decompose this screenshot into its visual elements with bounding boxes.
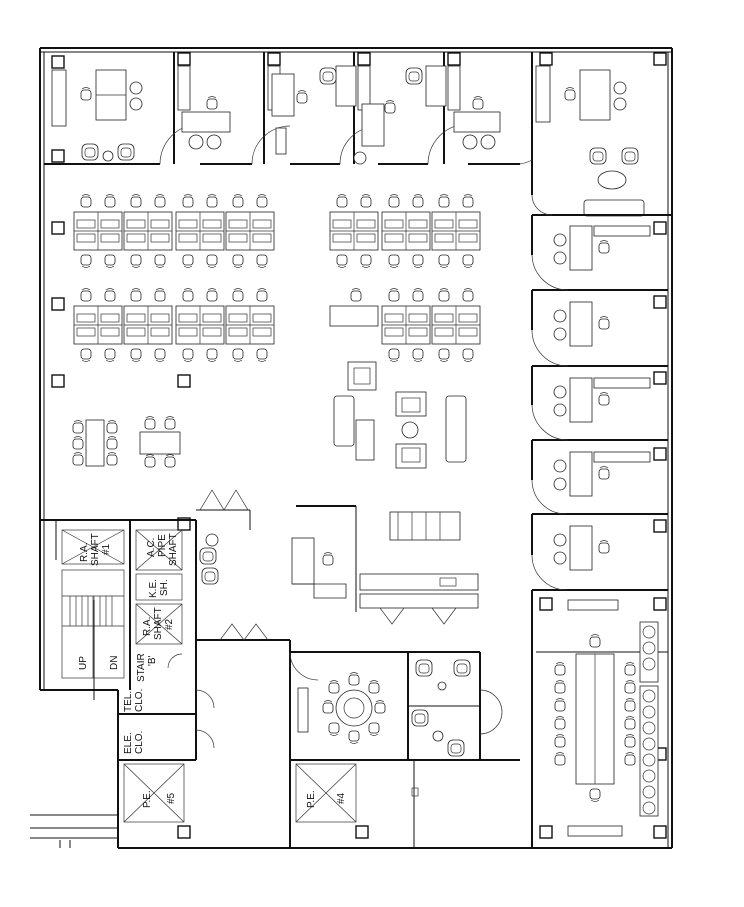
label-ac-pipe-shaft-b: PIPE xyxy=(157,534,168,557)
lounge xyxy=(333,361,467,469)
label-ac-pipe-shaft-c: SHAFT xyxy=(168,533,179,566)
meeting-rooms-south xyxy=(196,639,520,848)
label-pe5-a: P.E. xyxy=(142,790,153,808)
building-shell xyxy=(30,47,673,849)
conference-room xyxy=(536,599,668,837)
building-core xyxy=(40,489,357,823)
label-ra-shaft-1-c: #1 xyxy=(101,543,112,555)
label-stair-b-a: STAIR xyxy=(136,653,147,682)
label-ac-pipe-shaft-a: A.C. xyxy=(146,538,157,557)
label-stair-b-b: 'B' xyxy=(147,655,158,666)
label-tel-clo-a: TEL. xyxy=(123,691,134,712)
label-up: UP xyxy=(78,656,89,670)
label-pe5-b: #5 xyxy=(166,792,177,804)
north-offices xyxy=(44,52,645,217)
label-ele-clo-b: CLO. xyxy=(134,731,145,754)
room-labels: R.A. SHAFT #1 A.C. PIPE SHAFT K.E. SH. R… xyxy=(78,533,347,808)
label-pe4-b: #4 xyxy=(336,792,347,804)
label-ra-shaft-1-a: R.A. xyxy=(79,543,90,562)
structural-columns xyxy=(51,52,667,839)
label-dn: DN xyxy=(109,656,120,670)
open-workstations xyxy=(72,195,480,468)
label-ra-shaft-1-b: SHAFT xyxy=(90,533,101,566)
label-tel-clo-b: CLO. xyxy=(134,689,145,712)
label-ra-shaft-2-b: SHAFT xyxy=(153,607,164,640)
label-pe4-a: P.E. xyxy=(306,790,317,808)
label-ke-sh-b: SH. xyxy=(159,579,170,596)
label-ra-shaft-2-c: #2 xyxy=(164,618,175,630)
reception xyxy=(291,505,479,625)
east-offices xyxy=(531,194,672,848)
label-ra-shaft-2-a: R.A. xyxy=(142,617,153,636)
label-ke-sh-a: K.E. xyxy=(148,579,159,598)
label-ele-clo-a: ELE. xyxy=(123,732,134,754)
